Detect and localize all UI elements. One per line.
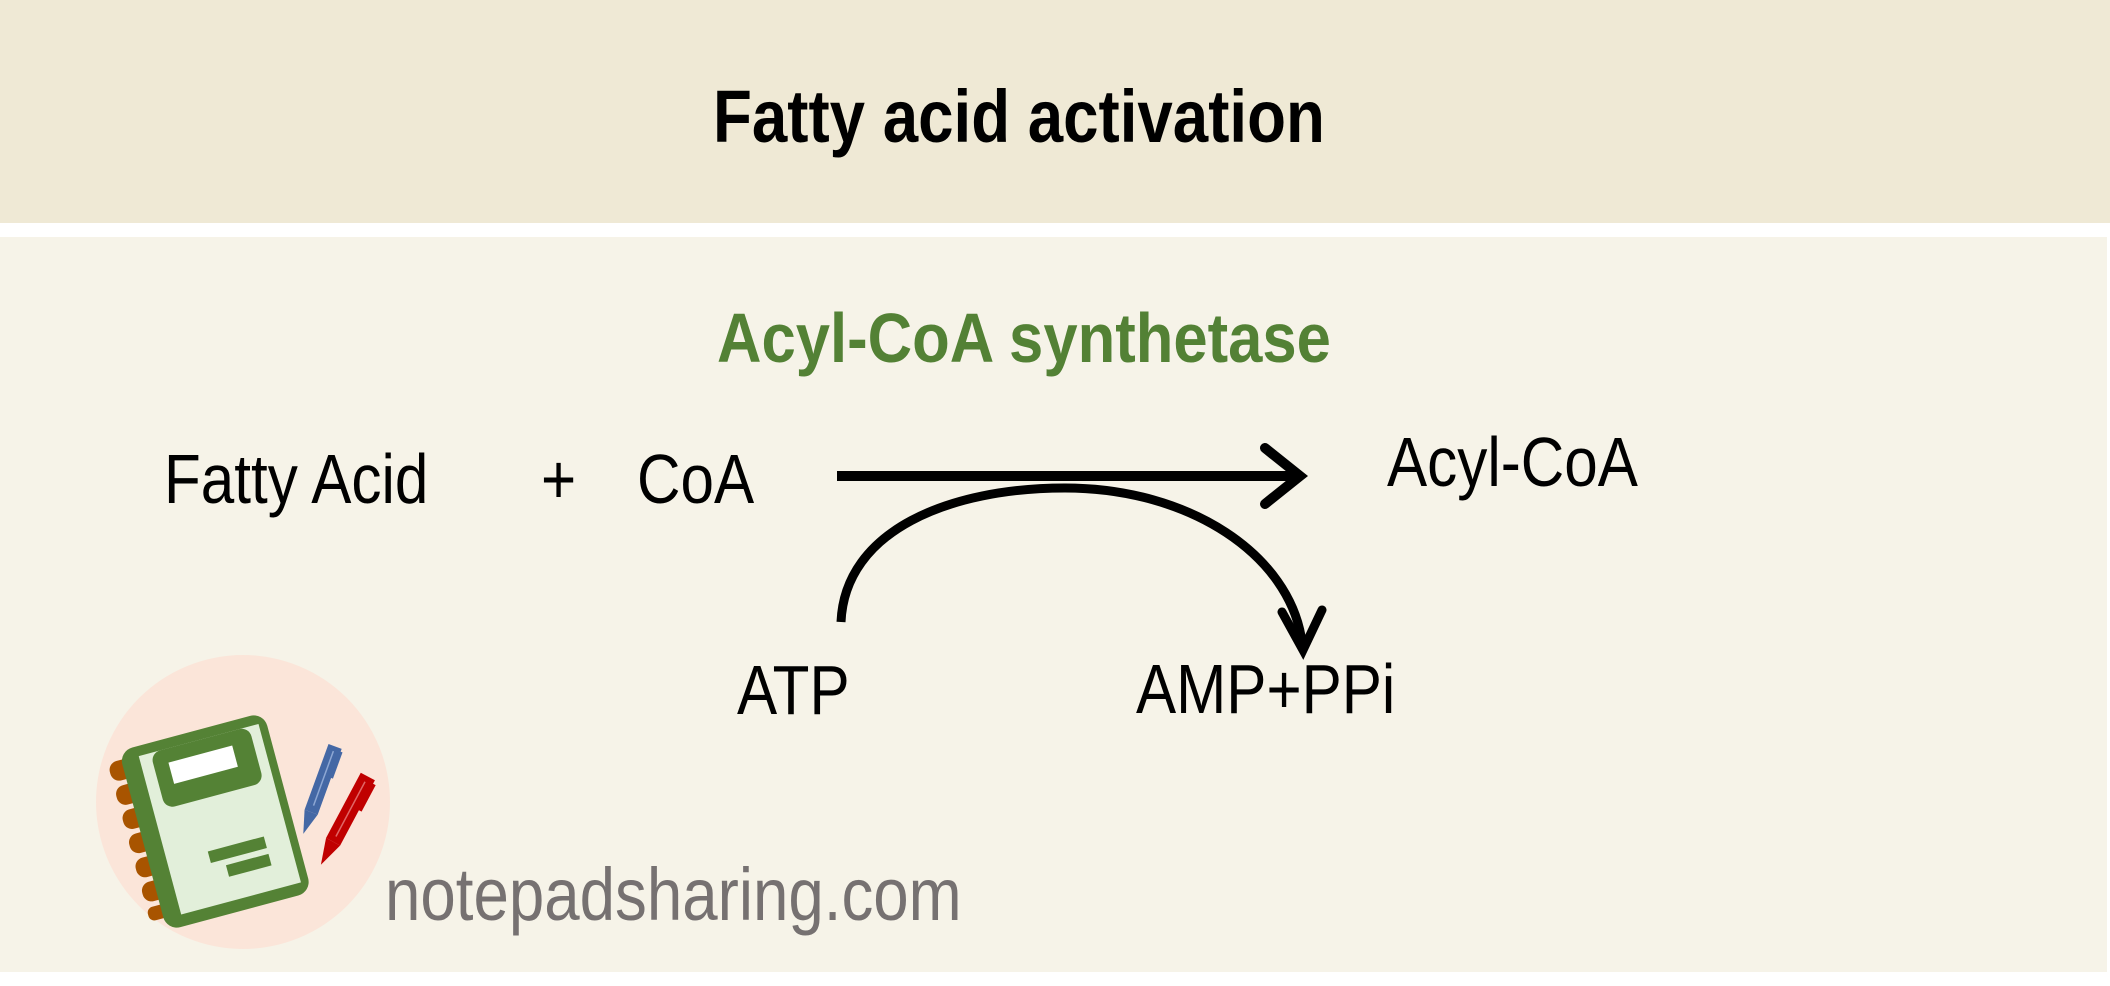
watermark-text: notepadsharing.com [385, 853, 962, 936]
product-acyl-coa: Acyl-CoA [1387, 423, 1638, 501]
reaction-arrow-icon [837, 443, 1309, 509]
substrate-coa: CoA [637, 440, 755, 518]
curved-cofactor-arrow-icon [836, 483, 1327, 660]
notebook-logo-icon [96, 655, 390, 949]
plus-operator: + [541, 440, 577, 518]
header-band [0, 0, 2110, 223]
page-title: Fatty acid activation [713, 75, 1325, 158]
cofactor-atp: ATP [737, 651, 850, 729]
substrate-fatty-acid: Fatty Acid [164, 440, 429, 518]
enzyme-label: Acyl-CoA synthetase [717, 299, 1331, 377]
cofactor-amp-ppi: AMP+PPi [1136, 650, 1396, 728]
